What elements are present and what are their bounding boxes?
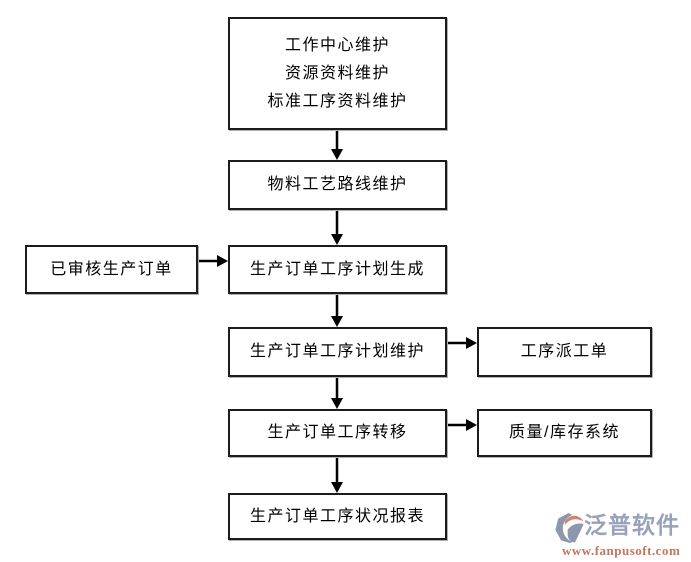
arrow-master-to-routing [331, 130, 343, 160]
arrow-transfer-to-quality [447, 419, 477, 431]
node-label: 工序派工单 [520, 343, 609, 360]
node-label: 生产订单工序转移 [267, 424, 408, 441]
arrow-routing-to-plan-generate [331, 210, 343, 245]
node-label: 生产订单工序计划维护 [249, 343, 425, 360]
node-order-process-plan-maintenance: 生产订单工序计划维护 [228, 327, 447, 377]
node-order-process-transfer: 生产订单工序转移 [228, 409, 447, 457]
arrow-plan-maintain-to-transfer [331, 377, 343, 409]
fanpu-logo-icon [555, 512, 584, 544]
node-label: 生产订单工序状况报表 [249, 507, 425, 525]
arrow-transfer-to-report [331, 457, 343, 493]
node-master-data-maintenance: 工作中心维护 资源资料维护 标准工序资料维护 [228, 17, 447, 130]
node-process-dispatch-order: 工序派工单 [477, 327, 652, 377]
node-label: 生产订单工序计划生成 [249, 260, 425, 278]
fanpu-logo: 泛普软件 www.fanpusoft.com [553, 506, 689, 560]
node-order-process-plan-generation: 生产订单工序计划生成 [228, 245, 447, 294]
node-label: 已审核生产订单 [50, 260, 173, 278]
node-order-process-status-report: 生产订单工序状况报表 [228, 493, 447, 540]
node-label: 物料工艺路线维护 [267, 176, 408, 193]
arrow-approved-to-plan-generate [198, 255, 228, 267]
node-approved-production-order: 已审核生产订单 [25, 245, 198, 294]
logo-brand-text: 泛普软件 [584, 512, 680, 538]
node-line: 标准工序资料维护 [267, 92, 408, 110]
arrow-plan-generate-to-plan-maintain [331, 294, 343, 327]
arrow-plan-maintain-to-dispatch [447, 337, 477, 349]
node-material-routing-maintenance: 物料工艺路线维护 [228, 160, 447, 210]
node-line: 工作中心维护 [284, 36, 390, 54]
node-quality-inventory-system: 质量/库存系统 [477, 409, 652, 457]
node-line: 资源资料维护 [284, 64, 390, 82]
node-label: 质量/库存系统 [509, 424, 620, 441]
logo-url-text: www.fanpusoft.com [562, 543, 681, 558]
